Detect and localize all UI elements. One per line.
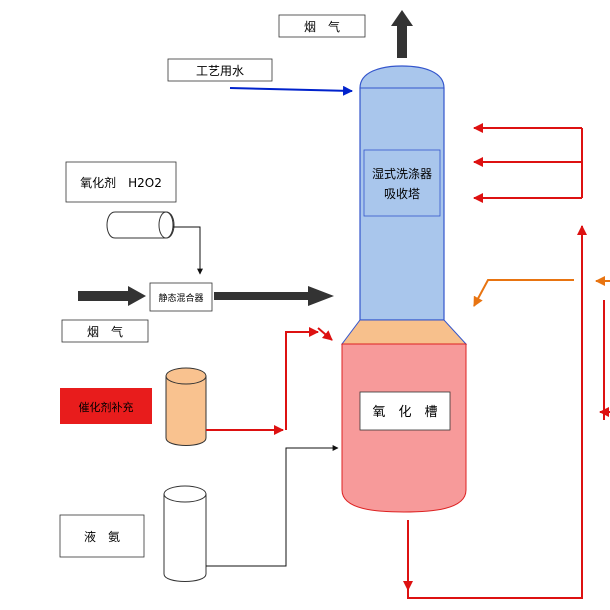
catalyst-vessel — [165, 375, 207, 446]
catalyst-makeup-label: 催化剂补充 — [79, 400, 134, 414]
oxidant-tank-cap — [158, 211, 174, 239]
ammonia-vessel — [163, 493, 207, 582]
flue-gas-out-box — [278, 14, 366, 38]
static-mixer-label: 静态混合器 — [158, 292, 203, 304]
process-water-box — [167, 58, 273, 82]
orange-feed-line — [473, 279, 574, 307]
recirculation-line-left-diag — [317, 327, 333, 341]
catalyst-vessel-top — [165, 367, 207, 385]
process-water-label: 工艺用水 — [196, 64, 244, 78]
oxidant-label: 氧化剂 H2O2 — [80, 175, 162, 190]
static-mixer-box — [149, 282, 213, 312]
oxidation-tank-label-box — [359, 391, 451, 431]
tank-outlet-line — [407, 225, 587, 599]
flue-gas-in-label: 烟 气 — [87, 324, 123, 339]
flue-gas-out-label: 烟 气 — [304, 19, 340, 34]
mixer-to-tower-arrow — [214, 286, 334, 306]
ammonia-vessel-top — [163, 485, 207, 503]
scrubber-label-box — [363, 149, 441, 217]
process-water-line — [229, 85, 353, 96]
flue-gas-in-arrow — [78, 286, 146, 306]
liquid-ammonia-box — [59, 514, 145, 558]
scrubber-label-line2: 吸收塔 — [384, 187, 420, 201]
oxidant-box — [65, 161, 177, 203]
flue-gas-in-box — [61, 319, 149, 343]
tower-cone — [341, 319, 468, 345]
ammonia-feed-line — [206, 445, 339, 567]
catalyst-makeup-box — [60, 388, 152, 424]
recirculation-line-left — [285, 327, 319, 430]
oxidant-feed-line — [173, 226, 203, 275]
oxidation-tank-label: 氧 化 槽 — [372, 405, 437, 420]
scrubber-label-line1: 湿式洗涤器 — [372, 166, 432, 181]
liquid-ammonia-label: 液 氨 — [84, 529, 120, 544]
flue-gas-out-arrow — [391, 10, 413, 58]
